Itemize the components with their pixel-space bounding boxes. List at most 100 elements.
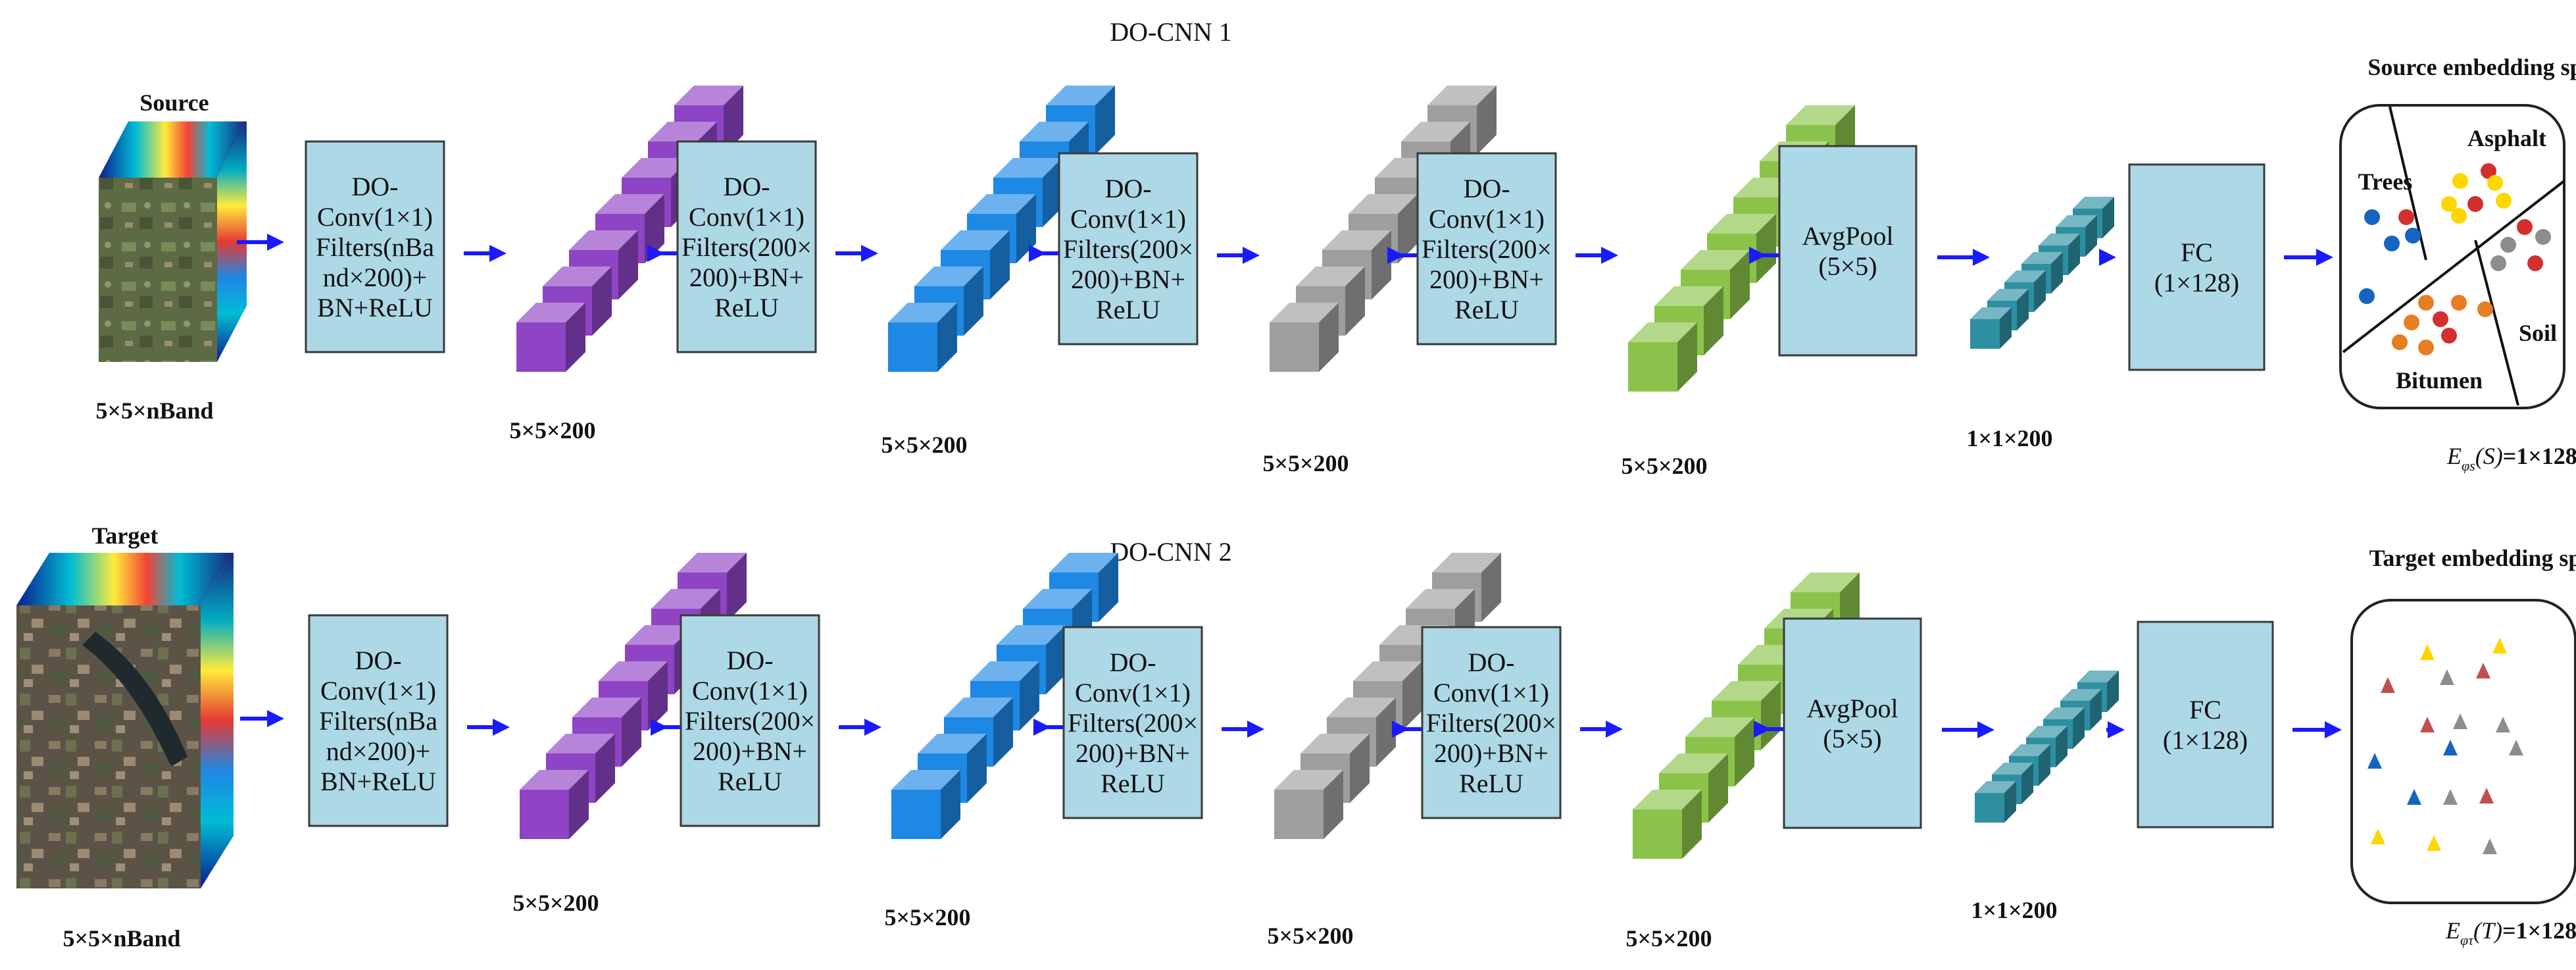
embedding-point [2452, 173, 2468, 189]
source-conv-block-3-line: ReLU [1096, 295, 1160, 324]
embedding-point [2440, 669, 2454, 685]
embedding-point [2517, 219, 2533, 235]
embedding-point [2441, 196, 2457, 212]
formula-argument: (T) [2473, 917, 2502, 944]
target-conv-block-1-line: BN+ReLU [320, 767, 436, 796]
target-conv-block-3-line: DO- [1109, 648, 1156, 677]
target-pooled-vector [1975, 671, 2119, 823]
region-label-bitumen: Bitumen [2396, 367, 2483, 394]
embedding-point [2496, 717, 2510, 732]
source-conv-block-4-line: Filters(200× [1422, 234, 1552, 264]
target-stack-dims-4: 5×5×200 [1625, 925, 1712, 952]
target-conv-block-2-line: Filters(200× [685, 706, 815, 736]
source-conv-block-4-line: DO- [1463, 174, 1510, 203]
embedding-point [2443, 740, 2458, 755]
target-conv-block-4-line: Conv(1×1) [1433, 678, 1549, 707]
embedding-point [2367, 753, 2382, 769]
source-stack-dims-2: 5×5×200 [881, 432, 967, 458]
target-space-title: Target embedding space [2369, 545, 2576, 571]
source-stack-dims-1: 5×5×200 [509, 417, 595, 444]
embedding-point [2441, 328, 2457, 344]
embedding-point [2420, 644, 2435, 660]
target-arrow-to-stack-4 [1580, 721, 1623, 738]
target-pool-dims: 1×1×200 [1971, 897, 2057, 923]
target-conv-block-3-line: 200)+BN+ [1076, 738, 1190, 768]
embedding-point [2490, 255, 2506, 271]
formula-subscript: φτ [2460, 932, 2474, 948]
target-input-label: Target [92, 523, 159, 549]
target-conv-block-4-line: 200)+BN+ [1434, 738, 1548, 768]
source-input-cube [99, 121, 247, 362]
target-arrow-to-stack-3 [1222, 721, 1264, 738]
source-conv-block-1-line: BN+ReLU [317, 293, 433, 322]
embedding-point [2404, 315, 2419, 330]
target-avgpool-block: AvgPool(5×5) [1783, 617, 1922, 829]
target-conv-block-2-line: ReLU [718, 767, 782, 796]
source-conv-block-1-line: Conv(1×1) [317, 202, 433, 232]
target-arrow-to-stack-1 [467, 719, 510, 736]
target-stack-dims-3: 5×5×200 [1267, 923, 1353, 949]
formula-argument: (S) [2475, 443, 2503, 469]
source-fc-block: FC(1×128) [2128, 163, 2266, 371]
target-feature-stack-2 [891, 553, 1118, 839]
source-conv-block-3: DO-Conv(1×1)Filters(200×200)+BN+ReLU [1058, 152, 1199, 345]
formula-subscript: φs [2462, 457, 2475, 474]
source-stack-dims-3: 5×5×200 [1262, 450, 1349, 476]
target-embedding-space [2350, 599, 2576, 904]
source-conv-block-1-line: Filters(nBa [316, 232, 434, 262]
region-label-asphalt: Asphalt [2467, 125, 2546, 151]
source-conv-block-3-line: 200)+BN+ [1071, 265, 1185, 294]
embedding-point [2381, 677, 2395, 693]
target-conv-block-2-line: 200)+BN+ [693, 736, 807, 766]
target-arrow-input [240, 710, 284, 727]
embedding-point [2535, 229, 2551, 245]
target-conv-block-4: DO-Conv(1×1)Filters(200×200)+BN+ReLU [1421, 626, 1562, 819]
embedding-point [2407, 789, 2421, 805]
source-input-dims: 5×5×nBand [95, 397, 213, 424]
embedding-point [2384, 236, 2400, 251]
embedding-point [2364, 209, 2380, 225]
target-fc-block: FC(1×128) [2137, 621, 2274, 829]
embedding-point [2451, 295, 2467, 311]
source-avgpool-block-line: (5×5) [1818, 251, 1877, 281]
embedding-point [2479, 788, 2494, 804]
source-arrow-to-stack-1 [464, 245, 507, 262]
source-arrow-to-stack-4 [1575, 247, 1618, 264]
target-conv-block-1-line: DO- [355, 646, 401, 675]
embedding-point [2500, 237, 2516, 253]
embedding-point [2453, 713, 2467, 729]
embedding-point [2420, 717, 2435, 732]
source-conv-block-3-line: Conv(1×1) [1070, 204, 1186, 234]
target-input-cube [16, 553, 234, 888]
embedding-point [2371, 829, 2385, 844]
embedding-point [2481, 163, 2496, 179]
target-conv-block-1: DO-Conv(1×1)Filters(nBand×200)+BN+ReLU [308, 614, 449, 827]
target-conv-block-4-line: ReLU [1459, 769, 1523, 798]
target-arrow-to-pool [1942, 721, 1994, 738]
target-conv-block-1-line: nd×200)+ [326, 736, 430, 766]
formula-symbol: E [2445, 917, 2460, 944]
target-stack-dims-2: 5×5×200 [884, 904, 970, 931]
source-fc-block-line: (1×128) [2154, 268, 2239, 297]
source-embedding-formula: Eφs(S)=1×128 [2446, 443, 2576, 474]
formula-value: =1×128 [2503, 443, 2576, 469]
embedding-point [2467, 196, 2483, 212]
source-conv-block-2-line: Filters(200× [681, 232, 812, 262]
embedding-point [2527, 255, 2543, 271]
target-stack-dims-1: 5×5×200 [512, 890, 599, 916]
embedding-point [2427, 835, 2441, 851]
target-avgpool-block-line: (5×5) [1823, 724, 1881, 753]
embedding-point [2476, 663, 2490, 678]
embedding-point [2451, 208, 2467, 224]
source-conv-block-1-line: DO- [351, 172, 398, 201]
source-conv-block-2: DO-Conv(1×1)Filters(200×200)+BN+ReLU [676, 140, 817, 353]
target-conv-block-3-line: ReLU [1101, 769, 1165, 798]
target-arrow-to-stack-2 [839, 719, 881, 736]
formula-symbol: E [2446, 443, 2462, 469]
embedding-point [2418, 340, 2434, 355]
target-conv-block-3-line: Conv(1×1) [1075, 678, 1191, 707]
embedding-point [2418, 295, 2434, 311]
source-arrow-input [237, 234, 284, 251]
source-pooled-vector [1970, 197, 2114, 349]
